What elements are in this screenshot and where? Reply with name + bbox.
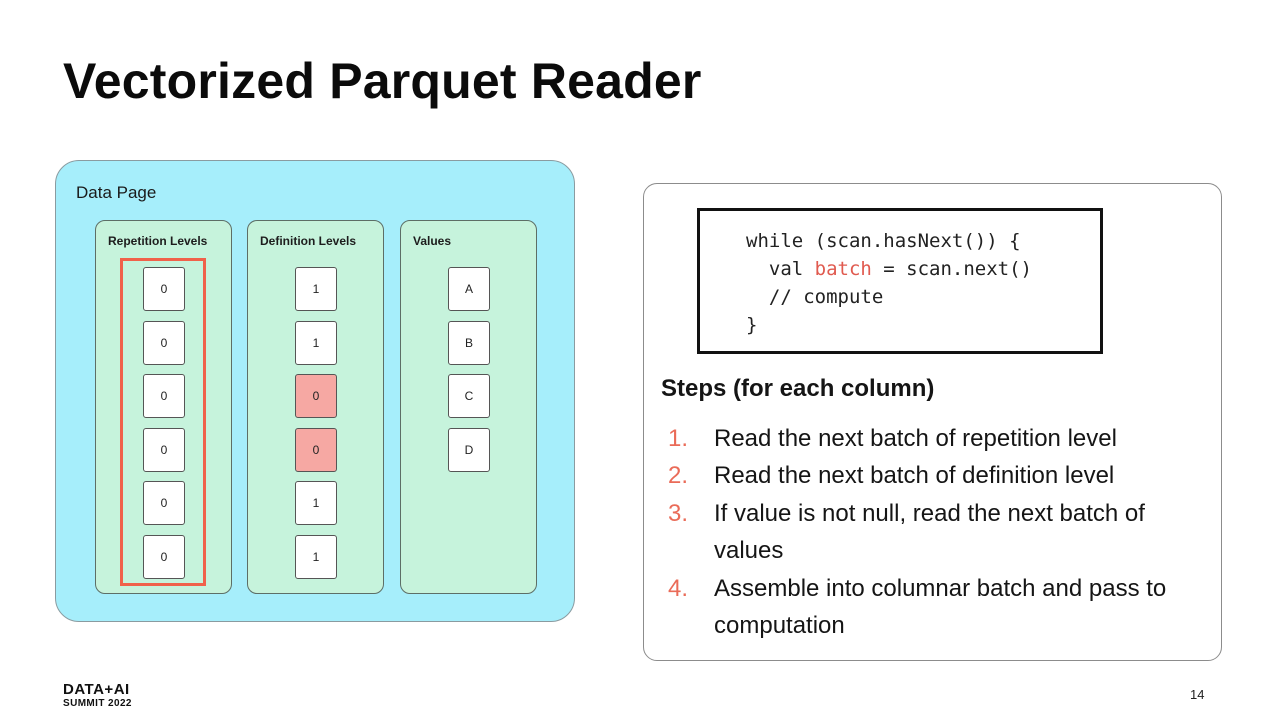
level-cell: C: [448, 374, 490, 418]
level-cell: D: [448, 427, 490, 472]
step-number: 4.: [668, 575, 689, 602]
steps-heading: Steps (for each column): [661, 375, 935, 402]
column-definition-levels: Definition Levels 1 1 0 0 1 1: [247, 220, 384, 594]
column-label: Values: [413, 234, 452, 248]
code-snippet: while (scan.hasNext()) { val batch = sca…: [697, 208, 1103, 354]
code-line-1: while (scan.hasNext()) {: [746, 230, 1021, 252]
level-cell: 0: [143, 267, 185, 311]
level-cell: 1: [295, 267, 337, 311]
level-cell: 0: [143, 534, 185, 579]
step-text: Read the next batch of repetition level: [714, 425, 1117, 452]
column-label: Definition Levels: [260, 234, 357, 248]
slide-title: Vectorized Parquet Reader: [63, 53, 702, 109]
level-cell: 1: [295, 534, 337, 579]
event-logo: DATA+AI SUMMIT 2022: [63, 682, 132, 710]
level-cell: 0: [143, 427, 185, 472]
step-text: If value is not null, read the next batc…: [714, 500, 1145, 564]
level-cell: 1: [295, 481, 337, 525]
step-text: Assemble into columnar batch and pass to…: [714, 575, 1167, 639]
level-cell: 0: [143, 374, 185, 418]
code-line-2-prefix: val: [746, 258, 815, 280]
column-label: Repetition Levels: [108, 234, 208, 248]
current-batch-highlight: [120, 258, 206, 586]
code-line-2: val batch = scan.next(): [746, 258, 1032, 280]
null-level-cell: 0: [295, 427, 337, 472]
data-page-label: Data Page: [76, 183, 157, 202]
logo-main-text: DATA+AI: [63, 681, 130, 698]
step-number: 1.: [668, 425, 689, 452]
step-number: 2.: [668, 462, 689, 489]
page-number: 14: [1190, 687, 1205, 702]
logo-sub-text: SUMMIT 2022: [63, 698, 132, 709]
code-line-2-suffix: = scan.next(): [871, 258, 1032, 280]
code-keyword-batch: batch: [814, 258, 872, 280]
step-number: 3.: [668, 500, 689, 527]
level-cell: 0: [143, 481, 185, 525]
null-level-cell: 0: [295, 374, 337, 418]
level-cell: 1: [295, 320, 337, 365]
code-line-3: // compute: [746, 286, 884, 308]
level-cell: 0: [143, 320, 185, 365]
steps-card: while (scan.hasNext()) { val batch = sca…: [643, 183, 1222, 661]
code-line-4: }: [746, 314, 758, 336]
column-repetition-levels: Repetition Levels 0 0 0 0 0 0: [95, 220, 232, 594]
level-cell: B: [448, 320, 490, 365]
step-text: Read the next batch of definition level: [714, 462, 1115, 489]
level-cell: A: [448, 267, 490, 311]
